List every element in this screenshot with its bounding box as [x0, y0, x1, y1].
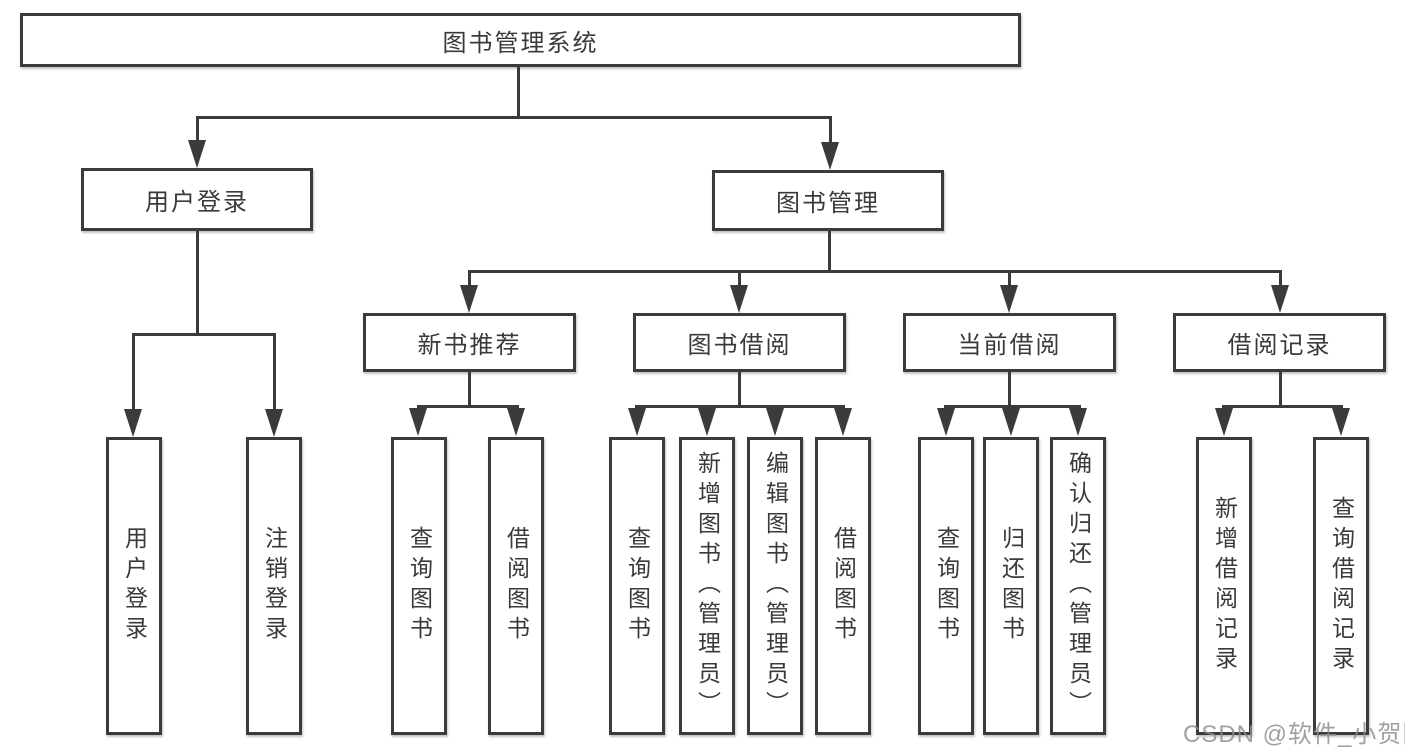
node-label: 用户登录 — [145, 189, 249, 216]
arrowhead-edit-books — [766, 408, 784, 436]
connector-recordgrp-stub — [1279, 370, 1282, 408]
node-label: 新书推荐 — [417, 332, 522, 359]
leaf-label: 查询借阅记录 — [1328, 496, 1355, 676]
connector-drop-user-login — [132, 333, 135, 411]
connector-newbook-stub — [468, 370, 471, 408]
node-root-system: 图书管理系统 — [20, 13, 1021, 67]
node-label: 图书管理 — [776, 190, 880, 217]
connector-drop-currentgrp — [1008, 270, 1011, 287]
connector-mgmt-stub — [828, 229, 831, 273]
arrowhead-add-record — [1215, 408, 1233, 436]
leaf-label: 新增借阅记录 — [1211, 496, 1238, 676]
connector-recordgrp-rail — [1222, 405, 1343, 408]
leaf-label: 确认归还（管理员） — [1065, 451, 1092, 721]
node-book-borrow: 图书借阅 — [633, 313, 846, 372]
connector-drop-mgmt — [829, 116, 832, 146]
csdn-watermark: CSDN @软件_小贺同学 — [1183, 721, 1405, 748]
leaf-query-books-borrow: 查询图书 — [609, 437, 665, 735]
arrowhead-confirm-return — [1069, 408, 1087, 436]
arrowhead-user-login — [124, 409, 142, 437]
arrowhead-borrowgrp — [730, 285, 748, 313]
connector-currentgrp-rail — [944, 405, 1081, 408]
leaf-add-books-admin: 新增图书（管理员） — [679, 437, 735, 735]
arrowhead-query-record — [1332, 408, 1350, 436]
leaf-label: 新增图书（管理员） — [694, 451, 721, 721]
leaf-label: 编辑图书（管理员） — [762, 451, 789, 721]
connector-level2-rail — [196, 116, 832, 119]
arrowhead-query-current — [937, 408, 955, 436]
connector-drop-login — [196, 116, 199, 144]
leaf-label: 查询图书 — [406, 526, 433, 646]
arrowhead-return-books — [1002, 408, 1020, 436]
arrowhead-borrow-books — [834, 408, 852, 436]
leaf-logout: 注销登录 — [246, 437, 302, 735]
node-borrow-record: 借阅记录 — [1173, 313, 1386, 372]
connector-drop-borrowgrp — [738, 270, 741, 287]
connector-currentgrp-stub — [1008, 370, 1011, 408]
leaf-confirm-return-admin: 确认归还（管理员） — [1050, 437, 1106, 735]
leaf-label: 查询图书 — [624, 526, 651, 646]
arrowhead-logout — [265, 409, 283, 437]
leaf-borrow-books-recommend: 借阅图书 — [488, 437, 544, 735]
node-book-management-group: 图书管理 — [712, 170, 944, 231]
arrowhead-recordgrp — [1271, 285, 1289, 313]
node-user-login-group: 用户登录 — [81, 168, 313, 231]
arrowhead-login — [188, 140, 206, 168]
leaf-label: 查询图书 — [933, 526, 960, 646]
leaf-return-books: 归还图书 — [983, 437, 1039, 735]
connector-borrowgrp-rail — [635, 405, 845, 408]
connector-login-stub — [196, 229, 199, 335]
arrowhead-query-borrow — [628, 408, 646, 436]
node-current-borrow: 当前借阅 — [903, 313, 1116, 372]
arrowhead-query-recommend — [409, 408, 427, 436]
leaf-label: 借阅图书 — [830, 526, 857, 646]
leaf-label: 注销登录 — [261, 526, 288, 646]
node-label: 图书借阅 — [687, 332, 792, 359]
connector-drop-recordgrp — [1279, 270, 1282, 287]
connector-level3-rail — [468, 270, 1282, 273]
connector-login-rail — [132, 333, 276, 336]
leaf-add-borrow-record: 新增借阅记录 — [1196, 437, 1252, 735]
leaf-borrow-books: 借阅图书 — [815, 437, 871, 735]
node-label: 当前借阅 — [957, 332, 1062, 359]
leaf-query-books-current: 查询图书 — [918, 437, 974, 735]
connector-borrowgrp-stub — [738, 370, 741, 408]
arrowhead-add-books — [698, 408, 716, 436]
node-new-book-recommend: 新书推荐 — [363, 313, 576, 372]
arrowhead-mgmt — [821, 142, 839, 170]
leaf-query-borrow-record: 查询借阅记录 — [1313, 437, 1369, 735]
arrowhead-currentgrp — [1000, 285, 1018, 313]
node-label: 借阅记录 — [1227, 332, 1332, 359]
connector-newbook-rail — [417, 405, 519, 408]
leaf-label: 归还图书 — [998, 526, 1025, 646]
arrowhead-newbook — [460, 285, 478, 313]
node-label: 图书管理系统 — [442, 29, 599, 57]
leaf-label: 借阅图书 — [503, 526, 530, 646]
leaf-label: 用户登录 — [121, 526, 148, 646]
leaf-user-login: 用户登录 — [106, 437, 162, 735]
leaf-edit-books-admin: 编辑图书（管理员） — [747, 437, 803, 735]
connector-root-stub — [517, 66, 520, 119]
leaf-query-books-recommend: 查询图书 — [391, 437, 447, 735]
connector-drop-logout — [273, 333, 276, 411]
arrowhead-borrow-recommend — [507, 408, 525, 436]
connector-drop-newbook — [468, 270, 471, 287]
